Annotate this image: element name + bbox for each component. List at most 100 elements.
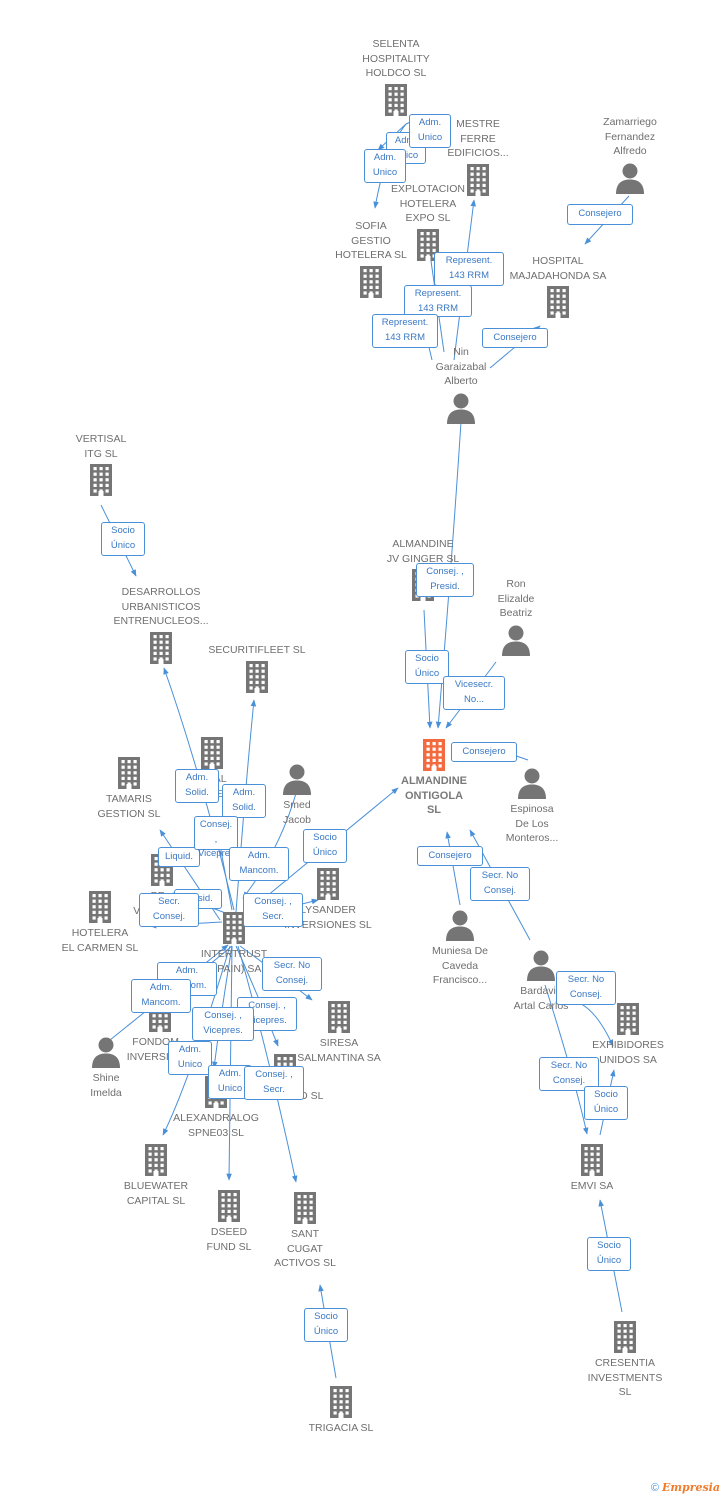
node-label[interactable]: BLUEWATER CAPITAL SL xyxy=(123,1180,189,1207)
relation-label-bardavio-almandine[interactable]: Secr. No Consej. xyxy=(470,867,530,901)
company-node-sant-cugat[interactable]: SANT CUGAT ACTIVOS SL xyxy=(235,1191,375,1273)
node-label[interactable]: ALEXANDRALOG SPNE03 SL xyxy=(173,1112,259,1139)
node-label[interactable]: HOTELERA EL CARMEN SL xyxy=(61,927,139,954)
relation-label-cres-emvi[interactable]: Socio Único xyxy=(587,1237,631,1271)
node-label[interactable]: SIRESA SALMANTINA SA xyxy=(297,1037,381,1064)
relation-label-nin-expl[interactable]: Represent. 143 RRM xyxy=(434,252,504,286)
company-node-desarrollos[interactable]: DESARROLLOS URBANISTICOS ENTRENUCLEOS... xyxy=(91,583,231,665)
node-label[interactable]: ALMANDINE ONTIGOLA SL xyxy=(401,775,467,817)
company-node-selenta[interactable]: SELENTA HOSPITALITY HOLDCO SL xyxy=(326,35,466,117)
brand-logo[interactable]: Empresia xyxy=(661,1481,720,1494)
node-label[interactable]: Shine Imelda xyxy=(90,1072,122,1099)
person-icon xyxy=(446,910,474,941)
node-label[interactable]: Bardavio Artal Carlos xyxy=(513,985,569,1012)
node-label[interactable]: SELENTA HOSPITALITY HOLDCO SL xyxy=(362,38,430,80)
company-node-lysander[interactable]: LYSANDER INVERSIONES SL xyxy=(258,867,398,934)
node-label[interactable]: Espinosa De Los Monteros... xyxy=(505,803,559,845)
relation-label-inter-desarrollos[interactable]: Adm. Solid. xyxy=(175,769,219,803)
relation-label-bardavio-emvi[interactable]: Secr. No Consej. xyxy=(539,1057,599,1091)
building-icon xyxy=(294,1192,316,1224)
company-node-hospital[interactable]: HOSPITAL MAJADAHONDA SA xyxy=(488,252,628,319)
node-label[interactable]: CRESENTIA INVESTMENTS SL xyxy=(587,1357,663,1399)
relation-label-bardavio-exhib[interactable]: Secr. No Consej. xyxy=(556,971,616,1005)
relation-label-selenta-sofia[interactable]: Adm. Unico xyxy=(364,149,406,183)
node-label[interactable]: DESARROLLOS URBANISTICOS ENTRENUCLEOS... xyxy=(113,586,209,628)
company-node-vertisal[interactable]: VERTISAL ITG SL xyxy=(31,430,171,497)
relation-label-nin-sofia2[interactable]: Represent. 143 RRM xyxy=(372,314,438,348)
node-label[interactable]: VERTISAL ITG SL xyxy=(75,433,127,460)
node-label[interactable]: EMVI SA xyxy=(570,1180,614,1192)
relation-label-exhib-emvi[interactable]: Socio Único xyxy=(584,1086,628,1120)
relation-label-inter-securitifleet[interactable]: Adm. Solid. xyxy=(222,784,266,818)
company-node-tamaris[interactable]: TAMARIS GESTION SL xyxy=(59,756,199,823)
person-node-smed[interactable]: Smed Jacob xyxy=(227,762,367,829)
relation-label-nin-hospital[interactable]: Consejero xyxy=(482,328,548,348)
company-node-bluewater[interactable]: BLUEWATER CAPITAL SL xyxy=(86,1143,226,1210)
relation-label-nin-sofia1[interactable]: Represent. 143 RRM xyxy=(404,285,472,317)
node-label[interactable]: HOSPITAL MAJADAHONDA SA xyxy=(509,255,607,282)
node-label[interactable]: SECURITIFLEET SL xyxy=(208,644,306,656)
node-label[interactable]: Smed Jacob xyxy=(282,799,312,826)
relation-label-zam-hospital[interactable]: Consejero xyxy=(567,204,633,225)
company-node-dseed[interactable]: DSEED FUND SL xyxy=(159,1189,299,1256)
relation-label-espinosa-almandine[interactable]: Consejero xyxy=(451,742,517,762)
company-node-securitifleet[interactable]: SECURITIFLEET SL xyxy=(187,641,327,694)
relation-label-ron-almandine[interactable]: Vicesecr. No... xyxy=(443,676,505,710)
company-node-exhibidores[interactable]: EXHIBIDORES UNIDOS SA xyxy=(558,1002,698,1069)
building-icon xyxy=(385,83,407,116)
node-label[interactable]: MESTRE FERRE EDIFICIOS... xyxy=(447,118,509,160)
person-node-nin[interactable]: Nin Garaizabal Alberto xyxy=(391,343,531,425)
company-node-siresa[interactable]: SIRESA SALMANTINA SA xyxy=(269,1000,409,1067)
person-node-zamarriego[interactable]: Zamarriego Fernandez Alfredo xyxy=(560,113,700,195)
person-node-muniesa[interactable]: Muniesa De Caveda Francisco... xyxy=(390,908,530,990)
building-icon xyxy=(201,737,223,769)
relation-label-inter-bluewater[interactable]: Adm. Unico xyxy=(168,1041,212,1075)
relation-label-inter-almandine[interactable]: Socio Único xyxy=(303,829,347,863)
person-node-ron[interactable]: Ron Elizalde Beatriz xyxy=(446,575,586,657)
relation-label-inter-overseas[interactable]: Consej. , Vicepres. xyxy=(194,816,238,859)
building-icon xyxy=(118,757,140,789)
relation-label-inter-lysander[interactable]: Consej. , Secr. xyxy=(243,893,303,927)
node-label[interactable]: ALMANDINE JV GINGER SL xyxy=(386,538,460,565)
node-label[interactable]: TAMARIS GESTION SL xyxy=(97,793,161,820)
relation-label-jv-almandine[interactable]: Socio Único xyxy=(405,650,449,684)
node-label[interactable]: SOFIA GESTIO HOTELERA SL xyxy=(335,220,407,262)
building-icon xyxy=(218,1190,240,1222)
relation-label-inter-savidupro[interactable]: Consej. , Secr. xyxy=(244,1066,304,1100)
building-icon xyxy=(614,1321,636,1353)
company-node-trigacia[interactable]: TRIGACIA SL xyxy=(271,1385,411,1438)
node-label[interactable]: Zamarriego Fernandez Alfredo xyxy=(603,116,657,158)
node-label[interactable]: EXHIBIDORES UNIDOS SA xyxy=(592,1039,664,1066)
relation-label-inter-hotelera[interactable]: Secr. Consej. xyxy=(139,893,199,927)
company-node-intertrust[interactable]: INTERTRUST (SPAIN) SA xyxy=(164,911,304,978)
relation-label-nin-almandine[interactable]: Consej. , Presid. xyxy=(416,563,474,597)
company-node-mestre[interactable]: MESTRE FERRE EDIFICIOS... xyxy=(408,115,548,197)
node-label[interactable]: SANT CUGAT ACTIVOS SL xyxy=(274,1228,336,1270)
relation-label-trig-sant[interactable]: Socio Único xyxy=(304,1308,348,1342)
person-node-espinosa[interactable]: Espinosa De Los Monteros... xyxy=(462,766,602,848)
company-node-hotelera-carmen[interactable]: HOTELERA EL CARMEN SL xyxy=(30,890,170,957)
relation-label-inter-vp2[interactable]: Consej. , Vicepres. xyxy=(192,1007,254,1041)
building-icon xyxy=(223,912,245,944)
company-node-explotacion[interactable]: EXPLOTACION HOTELERA EXPO SL xyxy=(358,180,498,262)
node-label[interactable]: Nin Garaizabal Alberto xyxy=(435,346,487,388)
relation-label-muniesa-almandine[interactable]: Consejero xyxy=(417,846,483,866)
node-label[interactable]: DSEED FUND SL xyxy=(206,1226,252,1253)
node-label[interactable]: Ron Elizalde Beatriz xyxy=(497,578,535,620)
node-label[interactable]: INTERTRUST (SPAIN) SA xyxy=(200,948,268,975)
company-node-emvi[interactable]: EMVI SA xyxy=(522,1143,662,1196)
company-node-cresentia[interactable]: CRESENTIA INVESTMENTS SL xyxy=(555,1320,695,1402)
node-label[interactable]: EXPLOTACION HOTELERA EXPO SL xyxy=(391,183,465,225)
person-node-bardavio[interactable]: Bardavio Artal Carlos xyxy=(471,948,611,1015)
node-label[interactable]: Muniesa De Caveda Francisco... xyxy=(431,945,489,987)
node-label[interactable]: TRIGACIA SL xyxy=(308,1422,374,1434)
relation-label-inter-tamaris[interactable]: Liquid. xyxy=(158,847,200,867)
relation-label-vertisal-des[interactable]: Socio Único xyxy=(101,522,145,556)
company-node-sofia[interactable]: SOFIA GESTIO HOTELERA SL xyxy=(301,217,441,299)
company-node-almandine-ontigola[interactable]: ALMANDINE ONTIGOLA SL xyxy=(364,738,504,820)
relation-label-shine-inter[interactable]: Adm. Mancom. xyxy=(131,979,191,1013)
relation-label-inter-siresa[interactable]: Secr. No Consej. xyxy=(262,957,322,991)
person-node-shine[interactable]: Shine Imelda xyxy=(36,1035,176,1102)
relation-label-smed-inter[interactable]: Adm. Mancom. xyxy=(229,847,289,881)
relation-label-selenta-mestre[interactable]: Adm. Unico xyxy=(409,114,451,148)
